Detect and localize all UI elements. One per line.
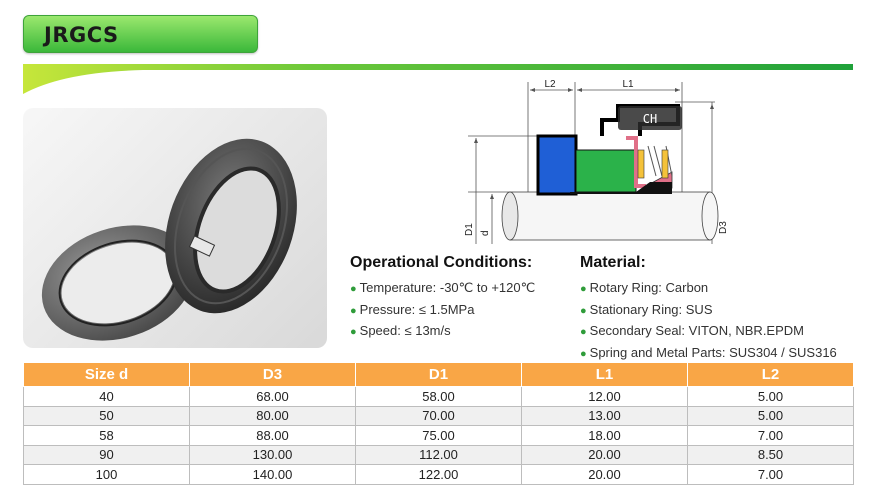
table-cell: 80.00 — [189, 405, 356, 426]
col-d1: D1 — [355, 362, 522, 387]
col-d3: D3 — [189, 362, 356, 387]
table-cell: 13.00 — [521, 405, 688, 426]
bullet-icon: ● — [580, 347, 587, 360]
table-cell: 70.00 — [355, 405, 522, 426]
bullet-icon: ● — [580, 283, 587, 295]
table-cell: 75.00 — [355, 425, 522, 446]
bullet-icon: ● — [350, 304, 357, 317]
material-list: ●Rotary Ring: Carbon ●Stationary Ring: S… — [580, 278, 837, 364]
table-header-row: Size d D3 D1 L1 L2 — [23, 362, 854, 387]
title-tab: JRGCS — [23, 15, 258, 53]
bullet-icon: ● — [350, 283, 357, 295]
bullet-icon: ● — [350, 326, 357, 338]
list-item: ●Stationary Ring: SUS — [580, 301, 713, 317]
table-cell: 18.00 — [521, 425, 688, 446]
product-photo — [23, 108, 327, 348]
table-cell: 12.00 — [521, 386, 688, 407]
table-cell: 7.00 — [687, 464, 854, 485]
table-cell: 122.00 — [355, 464, 522, 485]
table-cell: 140.00 — [189, 464, 356, 485]
header-banner — [23, 64, 853, 94]
operational-list: ●Temperature: -30℃ to +120℃ ●Pressure: ≤… — [350, 278, 535, 343]
table-cell: 88.00 — [189, 425, 356, 446]
dim-label-d1: D1 — [464, 223, 475, 236]
dim-label-d3: D3 — [718, 221, 729, 234]
table-cell: 20.00 — [521, 464, 688, 485]
material-heading: Material: — [580, 254, 646, 271]
operational-heading: Operational Conditions: — [350, 254, 533, 271]
list-item: ●Spring and Metal Parts: SUS304 / SUS316 — [580, 344, 837, 360]
dimension-table: Size d D3 D1 L1 L2 40 68.00 58.00 12.00 … — [23, 362, 854, 485]
table-cell: 58 — [23, 425, 190, 446]
col-size-d: Size d — [23, 362, 190, 387]
table-cell: 20.00 — [521, 444, 688, 465]
list-item: ●Temperature: -30℃ to +120℃ — [350, 280, 536, 295]
ch-overlay-badge: CH — [618, 106, 682, 130]
table-row: 58 88.00 75.00 18.00 7.00 — [23, 425, 854, 446]
overlay-label: CH — [643, 112, 657, 126]
col-l1: L1 — [521, 362, 688, 387]
table-cell: 5.00 — [687, 386, 854, 407]
list-item: ●Rotary Ring: Carbon — [580, 280, 709, 295]
table-row: 50 80.00 70.00 13.00 5.00 — [23, 405, 854, 426]
table-cell: 8.50 — [687, 444, 854, 465]
table-cell: 40 — [23, 386, 190, 407]
table-cell: 5.00 — [687, 405, 854, 426]
bullet-icon: ● — [580, 304, 587, 317]
table-cell: 50 — [23, 405, 190, 426]
table-cell: 58.00 — [355, 386, 522, 407]
bullet-icon: ● — [580, 326, 587, 338]
table-row: 40 68.00 58.00 12.00 5.00 — [23, 386, 854, 407]
seal-cross-section-diagram: L2 L1 D1 d D3 CH — [464, 79, 729, 244]
product-title: JRGCS — [44, 23, 119, 47]
table-row: 100 140.00 122.00 20.00 7.00 — [23, 464, 854, 485]
table-cell: 68.00 — [189, 386, 356, 407]
material-section: Material: ●Rotary Ring: Carbon ●Stationa… — [580, 254, 837, 364]
dim-label-l1: L1 — [622, 79, 634, 90]
dim-label-l2: L2 — [544, 79, 556, 90]
list-item: ●Pressure: ≤ 1.5MPa — [350, 301, 475, 317]
table-row: 90 130.00 112.00 20.00 8.50 — [23, 444, 854, 465]
table-cell: 7.00 — [687, 425, 854, 446]
table-cell: 130.00 — [189, 444, 356, 465]
operational-conditions: Operational Conditions: ●Temperature: -3… — [350, 254, 535, 343]
seal-rings-image — [41, 138, 297, 341]
table-cell: 90 — [23, 444, 190, 465]
list-item: ●Secondary Seal: VITON, NBR.EPDM — [580, 323, 804, 338]
table-cell: 100 — [23, 464, 190, 485]
table-cell: 112.00 — [355, 444, 522, 465]
dim-label-d: d — [480, 230, 491, 236]
col-l2: L2 — [687, 362, 854, 387]
list-item: ●Speed: ≤ 13m/s — [350, 323, 451, 338]
